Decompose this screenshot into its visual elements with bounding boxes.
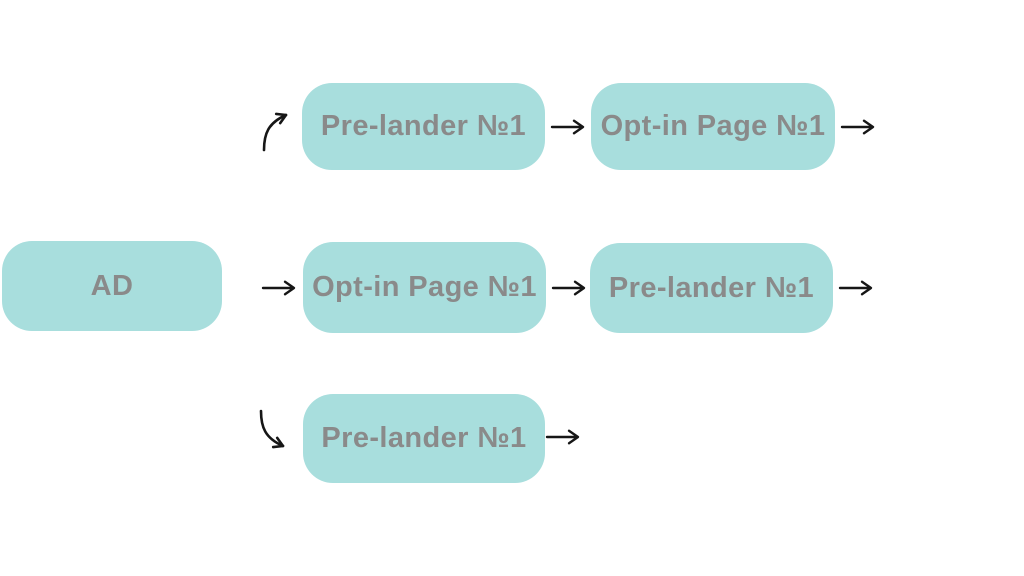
node-middle-prelander-label: Pre-lander №1 [608, 271, 815, 304]
right-arrow-icon [550, 119, 585, 135]
right-arrow-icon [261, 280, 296, 296]
node-top-prelander: Pre-lander №1 [302, 83, 545, 170]
node-middle-optin-label: Opt-in Page №1 [312, 271, 537, 303]
node-bottom-prelander: Pre-lander №1 [303, 394, 545, 483]
node-top-prelander-label: Pre-lander №1 [320, 110, 527, 142]
curved-up-right-arrow-icon [262, 112, 288, 152]
right-arrow-icon [551, 280, 586, 296]
node-top-optin-label: Opt-in Page №1 [600, 110, 826, 142]
node-bottom-prelander-label: Pre-lander №1 [321, 422, 527, 454]
right-arrow-icon [838, 280, 873, 296]
node-top-optin: Opt-in Page №1 [591, 83, 835, 170]
node-ad: AD [2, 241, 222, 331]
node-ad-label: AD [90, 269, 134, 302]
curved-down-right-arrow-icon [259, 409, 285, 449]
right-arrow-icon [545, 429, 580, 445]
right-arrow-icon [840, 119, 875, 135]
node-middle-prelander: Pre-lander №1 [590, 243, 833, 333]
node-middle-optin: Opt-in Page №1 [303, 242, 546, 333]
